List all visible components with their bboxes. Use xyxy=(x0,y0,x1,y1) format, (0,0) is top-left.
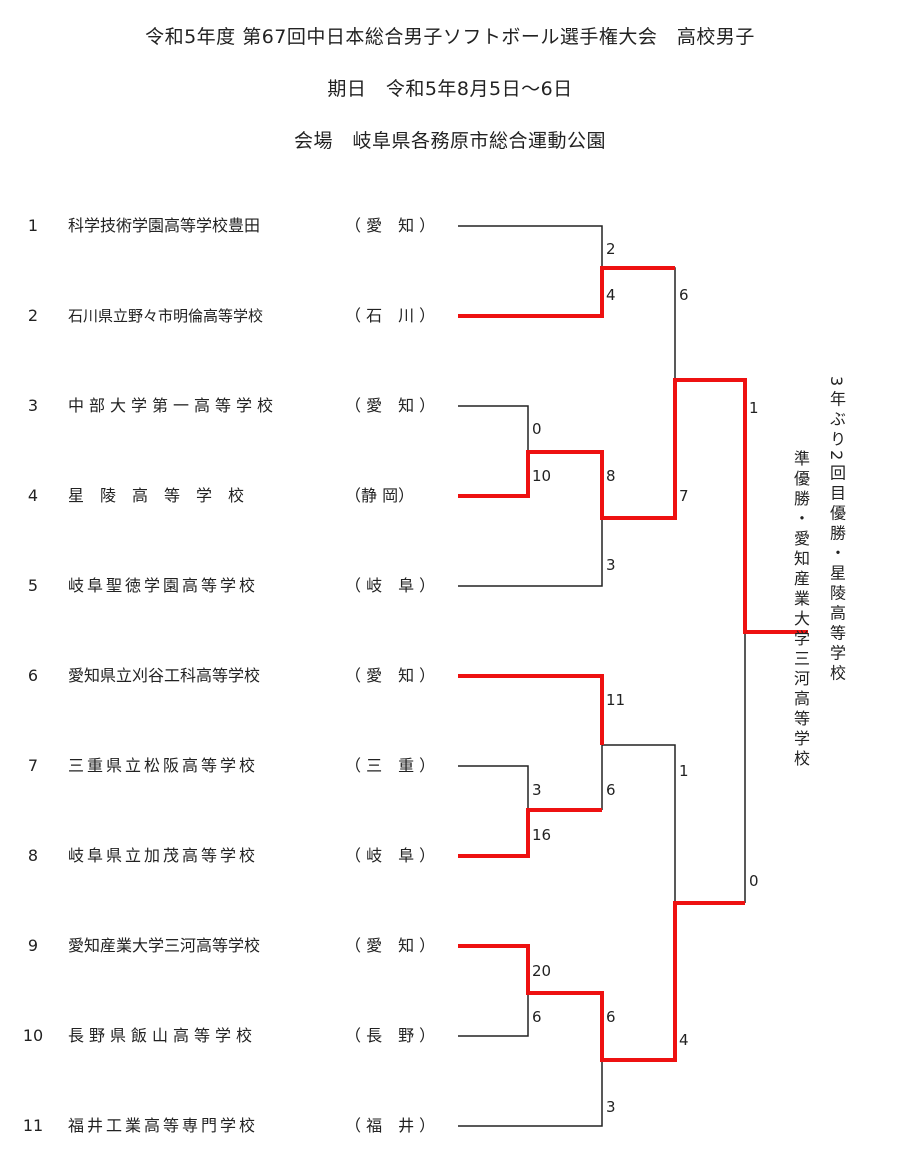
team-prefecture: （ 石 川 ） xyxy=(345,306,436,325)
runner-up-note: 準優勝・愛知産業大学三河高等学校 xyxy=(791,450,810,770)
tournament-venue: 会場 岐阜県各務原市総合運動公園 xyxy=(293,130,606,152)
team-school: 石川県立野々市明倫高等学校 xyxy=(68,307,264,325)
team-school: 岐阜県立加茂高等学校 xyxy=(68,846,259,865)
win-line-team-4 xyxy=(458,378,808,634)
team-prefecture: （ 愛 知 ） xyxy=(345,936,436,955)
team-seed: 2 xyxy=(27,306,39,325)
team-seed: 7 xyxy=(27,756,39,775)
team-seed: 9 xyxy=(27,936,39,955)
bracket-lines xyxy=(458,225,746,1127)
line-team-7 xyxy=(458,765,529,810)
score: 0 xyxy=(532,420,542,438)
score: 10 xyxy=(532,467,551,485)
team-school: 三重県立松阪高等学校 xyxy=(68,756,259,775)
line-team-1 xyxy=(458,225,603,268)
win-line-team-9 xyxy=(458,901,745,1062)
team-prefecture: （ 三 重 ） xyxy=(345,756,436,775)
line-team-3 xyxy=(458,405,529,452)
team-school: 星 陵 高 等 学 校 xyxy=(68,486,245,505)
team-prefecture: （ 愛 知 ） xyxy=(345,666,436,685)
score: 3 xyxy=(606,556,616,574)
line-team-5 xyxy=(458,518,603,587)
win-line-team-2 xyxy=(458,266,675,318)
team-seed: 3 xyxy=(27,396,39,415)
team-prefecture: （ 岐 阜 ） xyxy=(345,846,436,865)
scores: 2 4 0 10 8 3 6 7 11 3 16 6 1 20 6 6 3 4 … xyxy=(532,240,759,1116)
team-seed: 4 xyxy=(27,486,39,505)
score: 0 xyxy=(749,872,759,890)
score: 6 xyxy=(679,286,689,304)
line-team-11 xyxy=(458,1060,603,1127)
score: 7 xyxy=(679,487,689,505)
score: 8 xyxy=(606,467,616,485)
team-prefecture: （ 愛 知 ） xyxy=(345,396,436,415)
line-team-10 xyxy=(458,993,529,1037)
team-seed: 11 xyxy=(22,1116,44,1135)
team-seed: 10 xyxy=(22,1026,44,1045)
team-prefecture: （ 福 井 ） xyxy=(345,1116,436,1135)
team-seed: 6 xyxy=(27,666,39,685)
score: 6 xyxy=(606,1008,616,1026)
team-prefecture: （ 長 野 ） xyxy=(345,1026,436,1045)
win-line-team-8 xyxy=(458,808,602,858)
score: 4 xyxy=(679,1031,689,1049)
score: 20 xyxy=(532,962,551,980)
score: 6 xyxy=(532,1008,542,1026)
score: 6 xyxy=(606,781,616,799)
score: 4 xyxy=(606,286,616,304)
score: 3 xyxy=(606,1098,616,1116)
champion-note: 3年ぶり2回目優勝・星陵高等学校 xyxy=(827,376,846,685)
team-school: 福井工業高等専門学校 xyxy=(68,1116,259,1135)
team-school: 中部大学第一高等学校 xyxy=(68,396,279,415)
tournament-title: 令和5年度 第67回中日本総合男子ソフトボール選手権大会 高校男子 xyxy=(145,26,755,48)
score: 16 xyxy=(532,826,551,844)
win-line-team-6 xyxy=(458,674,604,745)
team-seed: 5 xyxy=(27,576,39,595)
team-seed: 1 xyxy=(27,216,39,235)
score: 2 xyxy=(606,240,616,258)
score: 1 xyxy=(749,399,759,417)
team-prefecture: （ 岐 阜 ） xyxy=(345,576,436,595)
team-prefecture: （ 愛 知 ） xyxy=(345,216,436,235)
score: 11 xyxy=(606,691,625,709)
line-sf1-upper xyxy=(602,267,676,380)
score: 3 xyxy=(532,781,542,799)
line-sf2-upper xyxy=(602,744,676,903)
team-seed: 8 xyxy=(27,846,39,865)
team-school: 愛知県立刈谷工科高等学校 xyxy=(68,666,261,685)
team-prefecture: （静 岡） xyxy=(345,486,415,505)
team-school: 科学技術学園高等学校豊田 xyxy=(68,216,261,235)
team-school: 愛知産業大学三河高等学校 xyxy=(68,936,261,955)
team-school: 長野県飯山高等学校 xyxy=(68,1026,258,1045)
winner-lines xyxy=(458,266,808,1062)
score: 1 xyxy=(679,762,689,780)
tournament-date: 期日 令和5年8月5日～6日 xyxy=(327,78,573,100)
team-school: 岐阜聖徳学園高等学校 xyxy=(68,576,259,595)
